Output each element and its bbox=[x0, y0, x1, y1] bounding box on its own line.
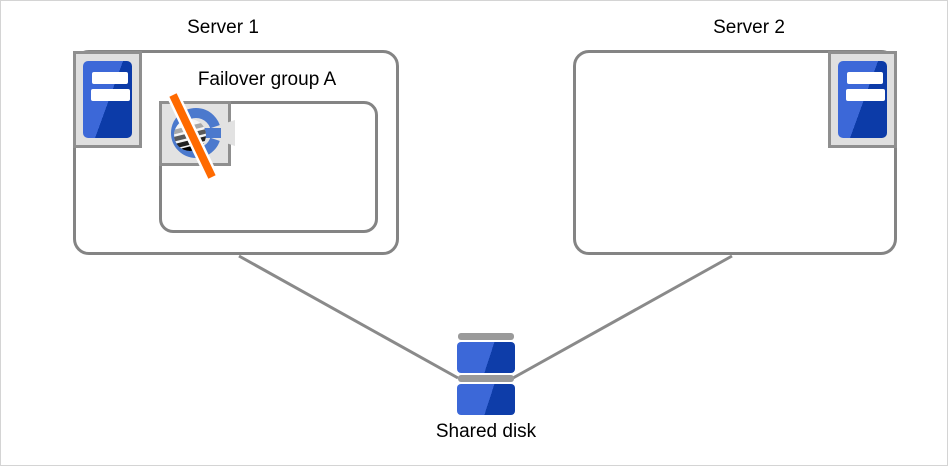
failover-group-label: Failover group A bbox=[197, 69, 337, 90]
server2-label: Server 2 bbox=[713, 17, 785, 38]
server-slot-bar bbox=[91, 89, 130, 101]
failover-group-stopped-icon bbox=[159, 90, 235, 182]
disk-bar bbox=[458, 333, 514, 340]
server-slot-bar bbox=[92, 72, 128, 84]
server2-server-icon bbox=[828, 51, 897, 148]
connector-server1-shared-disk bbox=[238, 254, 459, 380]
server-tower-icon bbox=[83, 61, 132, 138]
connector-server2-shared-disk bbox=[512, 254, 733, 380]
shared-disk-icon bbox=[456, 333, 516, 417]
disk-bar bbox=[458, 375, 514, 382]
server1-server-icon bbox=[73, 51, 142, 148]
server-slot-bar bbox=[846, 89, 885, 101]
disk-platter bbox=[457, 342, 515, 373]
group-ring-crossbar bbox=[203, 128, 221, 138]
server1-label: Server 1 bbox=[187, 17, 259, 38]
server-tower-icon bbox=[838, 61, 887, 138]
server-slot-bar bbox=[847, 72, 883, 84]
shared-disk-label: Shared disk bbox=[435, 421, 537, 442]
disk-platter bbox=[457, 384, 515, 415]
stop-slash-icon bbox=[169, 93, 216, 179]
